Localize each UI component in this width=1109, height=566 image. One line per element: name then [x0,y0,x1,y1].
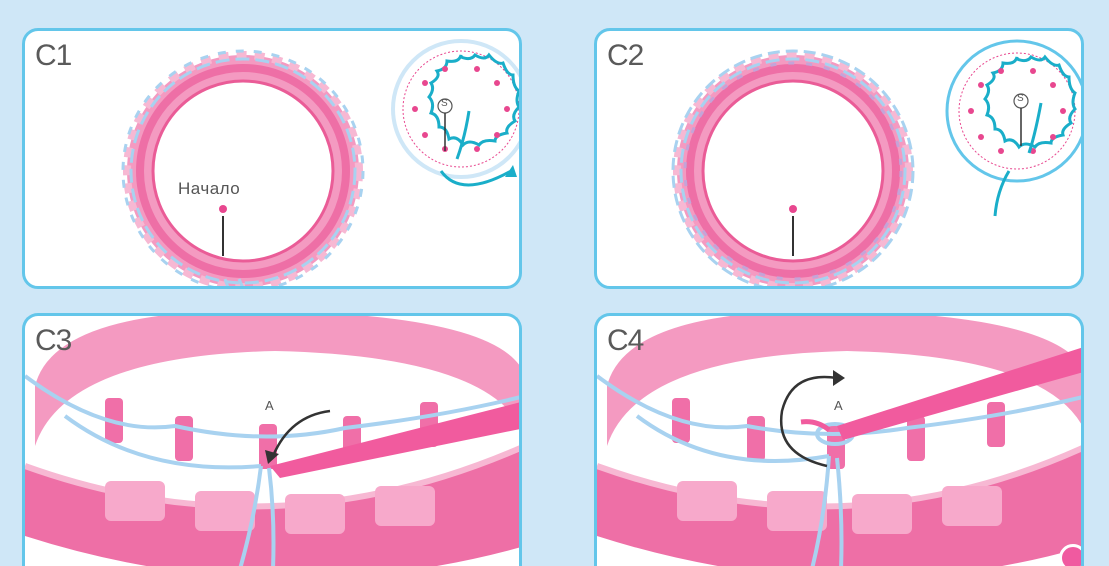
loom-illustration [597,31,1084,289]
loom-closeup [25,316,522,566]
diagram-marker: S [441,98,448,109]
step-c2-panel: C2 A [594,28,1084,289]
wrap-diagram [393,41,522,185]
step-c1-panel: C1 [22,28,522,289]
diagram-marker: S [1017,93,1024,104]
loom-ring [127,55,359,287]
loom-closeup [597,316,1084,566]
step-c3-panel: C3 [22,313,522,566]
page-corner-badge [1059,544,1084,566]
marker-a: A [834,398,843,413]
step-label: C3 [35,324,71,358]
step-label: C2 [607,39,643,73]
marker-a: A [265,398,274,413]
wrap-diagram [947,41,1084,216]
step-label: C1 [35,39,71,73]
step-label: C4 [607,324,643,358]
marker-a: A [811,283,820,289]
loom-illustration [25,31,522,289]
start-label: Начало [178,179,240,199]
marker-a: A [243,283,252,289]
step-c4-panel: C4 [594,313,1084,566]
